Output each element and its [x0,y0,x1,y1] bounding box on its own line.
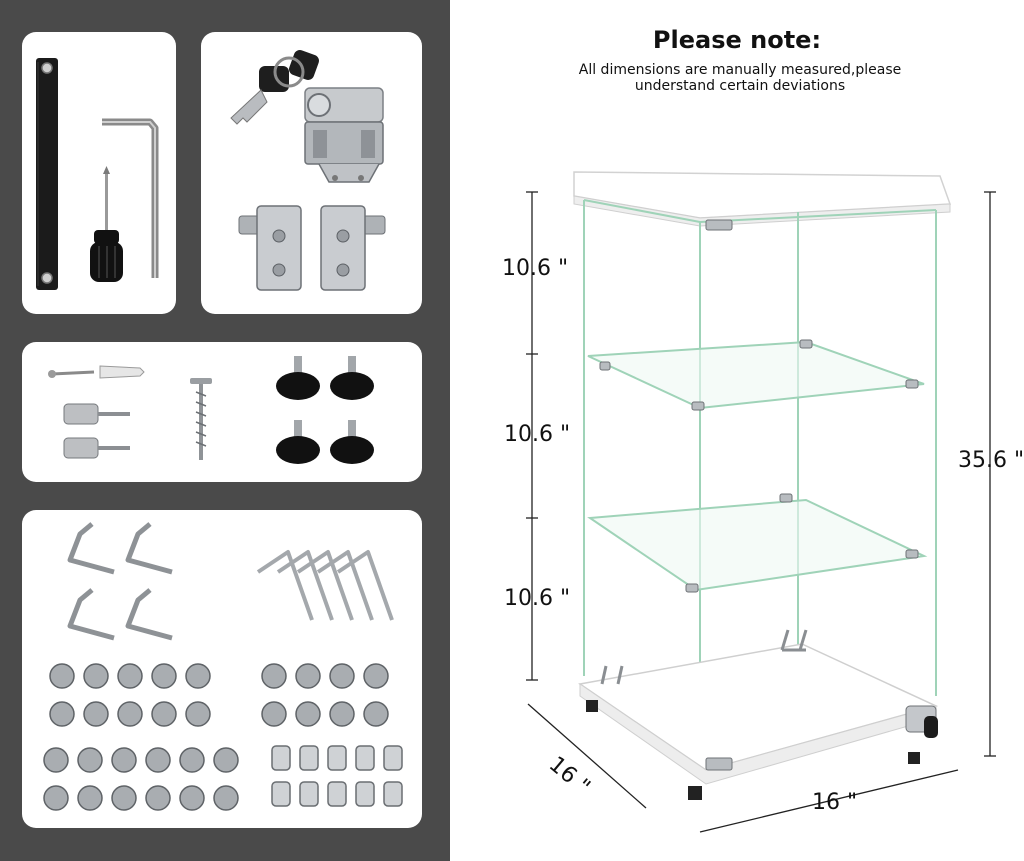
parts-card-screws [22,342,422,482]
hex-bolt-icon [43,663,389,811]
screwdriver-icon [90,166,123,282]
product-panel: Please note: All dimensions are manually… [450,0,1024,861]
cabinet-lock-icon [905,705,938,738]
dimension-width: 16 " [812,790,858,815]
standoff-screw-icon [63,403,130,459]
glass-shelf-upper [587,340,925,410]
screws-illustration [48,356,374,464]
wood-screw-icon [190,378,212,460]
bolts-illustration [43,522,403,811]
dimension-shelf-top: 10.6 " [502,256,569,281]
dimension-lines [526,191,996,833]
glass-clip-icon [271,745,403,807]
note-title: Please note: [652,26,822,54]
note-text: All dimensions are manually measured,ple… [540,62,940,94]
dimension-shelf-bottom: 10.6 " [504,586,571,611]
cabinet-top-board [573,171,952,227]
cabinet-hardware [599,219,919,771]
shelf-bracket-icon [67,522,173,641]
parts-panel [0,0,450,861]
wall-anchor-icon [48,365,145,379]
note-line-2: understand certain deviations [634,78,846,94]
parts-card-tools [22,32,176,314]
note-line-1: All dimensions are manually measured,ple… [578,62,902,78]
key-icon [230,50,319,125]
cabinet-base [578,643,939,800]
glass-shelf-lower [587,498,928,592]
l-key-icon [256,550,394,621]
lock-icon [304,87,384,183]
leather-strap-icon [36,58,58,290]
parts-card-lock [201,32,422,314]
hinge-icon [238,205,386,291]
parts-card-bolts [22,510,422,828]
lock-illustration [230,50,386,291]
leveling-foot-icon [276,356,374,464]
dimension-total-height: 35.6 " [958,448,1024,473]
dimension-shelf-middle: 10.6 " [504,422,571,447]
tools-illustration [36,58,159,290]
display-cabinet-illustration [526,171,996,833]
allen-key-icon [102,118,159,278]
